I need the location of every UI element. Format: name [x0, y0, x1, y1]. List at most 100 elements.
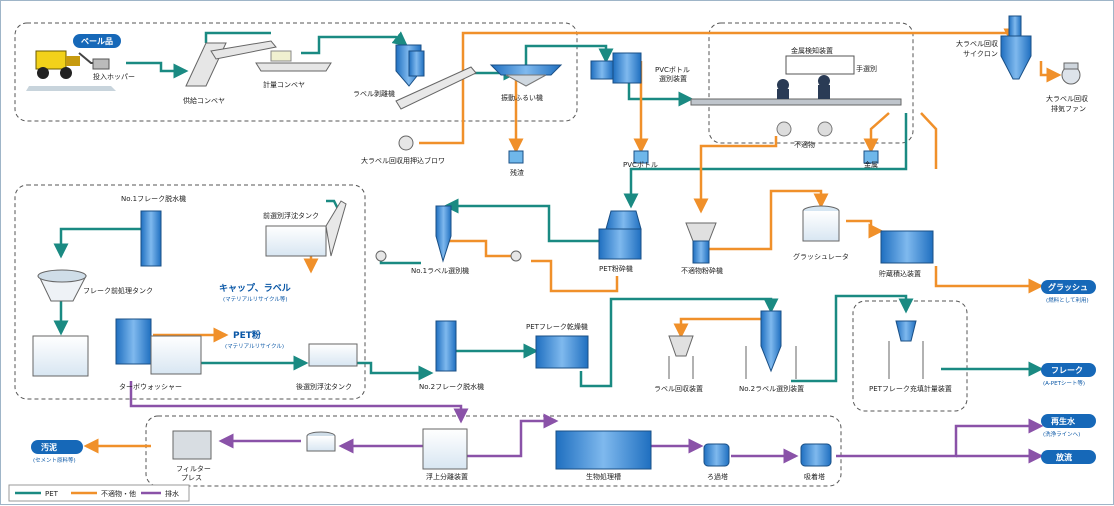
output-sludge-badge — [31, 440, 83, 454]
label-cyclone-2: サイクロン — [963, 50, 998, 58]
output-discharge-badge — [1041, 450, 1096, 464]
no1-label-separator — [375, 205, 522, 263]
output-glass: グラッシュ — [1048, 282, 1088, 292]
reject-crusher — [685, 222, 717, 264]
outputs: キャップ、ラベル (マテリアルリサイクル等) PET粉 (マテリアルリサイクル)… — [31, 280, 1096, 464]
label-label-recovery: ラベル回収装置 — [654, 384, 703, 393]
label-recovery — [668, 335, 694, 379]
output-flake: フレーク — [1051, 365, 1083, 375]
adsorption-tower — [800, 443, 832, 467]
label-glass-separator: グラッシュレータ — [793, 252, 849, 261]
output-discharge: 放流 — [1055, 452, 1072, 462]
output-pet-powder: PET粉 — [233, 329, 261, 341]
flake-pretreatment-tank — [37, 269, 87, 302]
label-flake-dryer: PETフレーク乾燥機 — [526, 322, 588, 331]
label-filter-press-1: フィルター — [176, 464, 211, 473]
label-adsorb-tower: 吸着塔 — [804, 472, 825, 481]
legend-other: 不適物・他 — [101, 489, 136, 498]
other-flow-lines — [83, 28, 1062, 454]
vibrating-screen — [489, 64, 563, 87]
label-hopper: 投入ホッパー — [93, 72, 135, 81]
bale-input-text: ベール品 — [81, 37, 113, 46]
label-stripper — [395, 44, 425, 87]
label-post-float-tank: 後選別浮沈タンク — [296, 382, 352, 391]
label-hand-sort: 手選別 — [856, 64, 877, 73]
blower — [398, 135, 414, 151]
equipment-labels: 投入ホッパー 供給コンベヤ 計量コンベヤ ラベル剥離機 振動ふるい機 PVCボト… — [83, 39, 1088, 482]
label-storage: 貯蔵積込装置 — [879, 269, 921, 278]
label-no1-dewater: No.1フレーク脱水機 — [121, 194, 186, 203]
label-filter-tower: ろ過塔 — [707, 472, 728, 481]
pet-flow-lines — [53, 31, 1044, 388]
group-hand-sorting — [708, 22, 914, 144]
label-metal-detector: 金属検知装置 — [791, 46, 833, 55]
label-bio-treat: 生物処理槽 — [586, 472, 621, 481]
filter-press — [172, 430, 212, 460]
group-pretreatment — [14, 22, 578, 122]
post-float-tank — [308, 343, 358, 367]
label-weigh-conveyor: 計量コンベヤ — [263, 80, 305, 89]
legend-drain: 排水 — [165, 489, 179, 498]
hand-sorting-line — [690, 55, 902, 137]
weigh-conveyor — [255, 50, 332, 72]
output-recycled-water-sub: (洗浄ラインへ) — [1043, 430, 1080, 438]
bale-loader-illustration — [26, 50, 116, 91]
inclined-conveyor — [395, 66, 477, 110]
label-reject: 不適物 — [794, 140, 815, 149]
label-no1-label-sep: No.1ラベル選別機 — [411, 266, 469, 275]
large-label-fan — [1061, 62, 1081, 85]
output-flake-sub: (A-PETシート等) — [1043, 379, 1085, 387]
output-glass-badge — [1041, 280, 1096, 294]
output-cap-label: キャップ、ラベル — [219, 282, 291, 294]
label-pvc-bottle: PVCボトル — [623, 161, 658, 169]
label-label-stripper: ラベル剥離機 — [353, 89, 395, 98]
no2-flake-dewater — [435, 320, 457, 372]
label-pet-crusher: PET粉砕機 — [599, 264, 633, 273]
label-reject-crusher: 不適物粉砕機 — [681, 266, 723, 275]
large-label-cyclone — [1000, 15, 1032, 80]
output-pet-powder-sub: (マテリアルリサイクル) — [225, 343, 284, 350]
float-separator — [422, 428, 468, 470]
collection-bins — [508, 150, 879, 164]
label-metal: 金属 — [864, 160, 878, 169]
filter-press-mixer — [306, 431, 336, 452]
output-sludge-sub: (セメント原料等) — [33, 456, 76, 464]
label-pvc-sorter-2: 選別装置 — [659, 74, 687, 83]
pre-float-tank — [265, 200, 347, 257]
label-float-sep: 浮上分離装置 — [426, 472, 468, 481]
bio-treatment-tank — [555, 430, 652, 470]
label-pvc-sorter-1: PVCボトル — [655, 66, 690, 74]
legend-pet: PET — [45, 490, 59, 498]
label-blower: 大ラベル回収用押込ブロワ — [361, 156, 445, 165]
storage-loader — [880, 230, 934, 264]
glass-separator — [802, 205, 840, 242]
output-recycled-water-badge — [1041, 414, 1096, 428]
group-flake-fill — [852, 300, 968, 412]
label-vib-screen: 振動ふるい機 — [501, 93, 543, 102]
legend: PET 不適物・他 排水 — [8, 484, 190, 502]
output-recycled-water: 再生水 — [1051, 416, 1076, 426]
feed-conveyor — [185, 40, 277, 87]
label-cyclone-1: 大ラベル回収 — [956, 39, 998, 48]
label-flake-pretreat: フレーク前処理タンク — [83, 286, 153, 295]
group-washing — [14, 184, 366, 400]
no1-flake-dewater — [140, 210, 162, 267]
label-pre-float-tank: 前選別浮沈タンク — [263, 211, 319, 220]
group-water-treatment — [145, 415, 842, 487]
pet-crusher — [598, 210, 642, 260]
label-fan-2: 排気ファン — [1051, 104, 1086, 113]
label-fan-1: 大ラベル回収 — [1046, 94, 1088, 103]
turbo-washer — [32, 318, 202, 377]
label-residue: 残渣 — [510, 168, 524, 177]
output-glass-sub: (燃料として利用) — [1046, 296, 1089, 304]
label-turbo-washer: ターボウォッシャー — [119, 382, 182, 391]
pvc-sorter — [590, 52, 642, 84]
bale-input-badge: ベール品 — [73, 34, 121, 48]
label-filter-press-2: プレス — [181, 474, 202, 482]
output-sludge: 汚泥 — [41, 442, 57, 452]
label-feed-conveyor: 供給コンベヤ — [183, 96, 225, 105]
label-flake-fill: PETフレーク充填計量装置 — [869, 384, 952, 393]
label-no2-label-sep: No.2ラベル選別装置 — [739, 384, 804, 393]
